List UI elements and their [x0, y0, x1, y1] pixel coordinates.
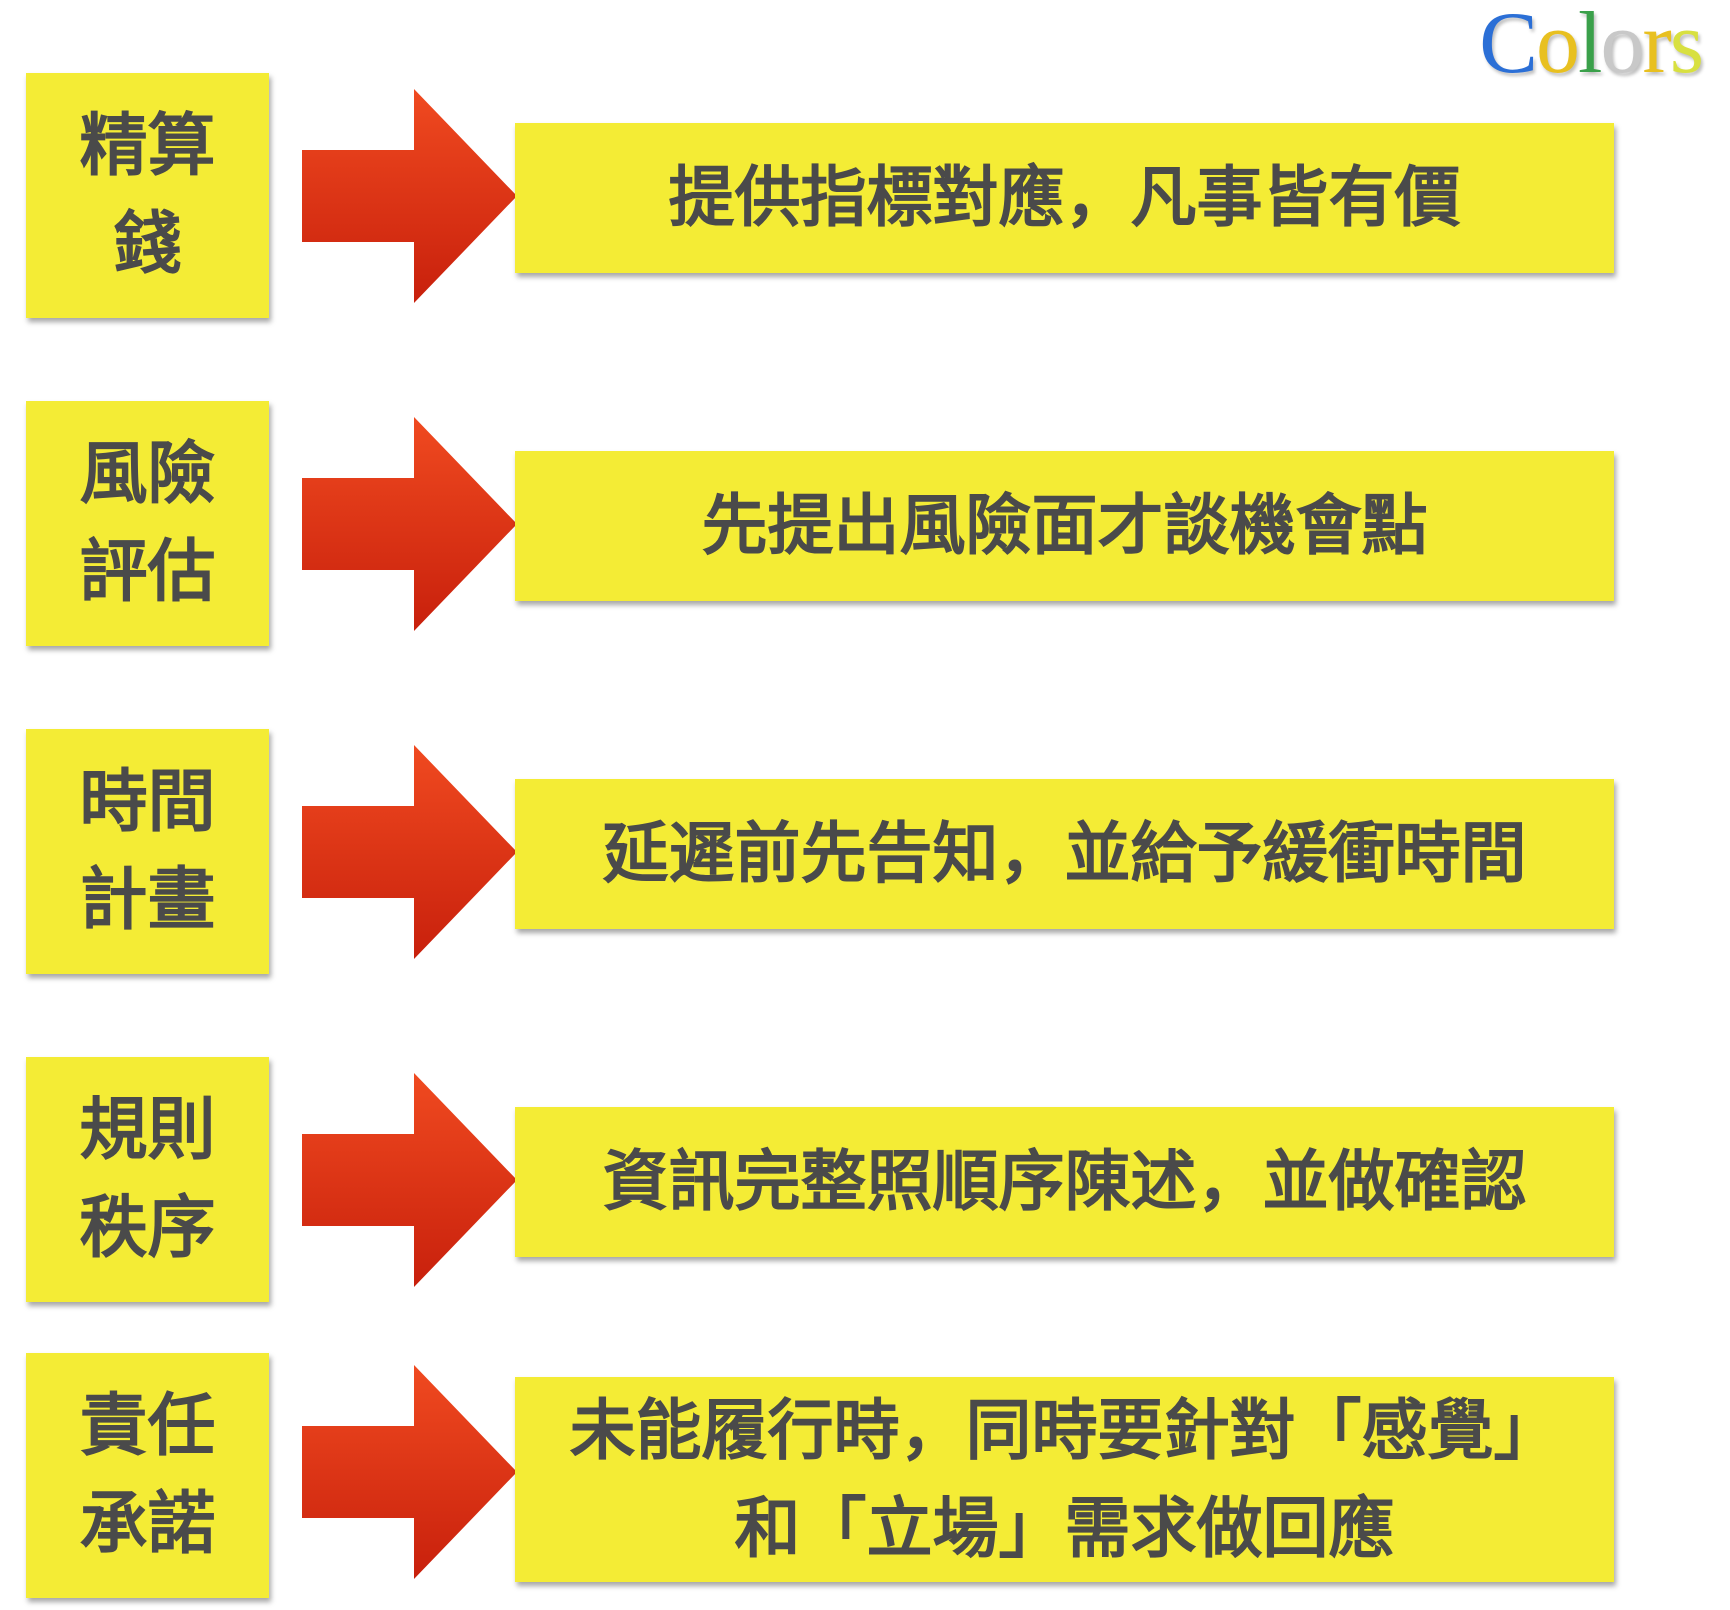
right-arrow-icon	[302, 745, 517, 959]
content-box-risk: 先提出風險面才談機會點	[515, 451, 1614, 601]
content-line: 資訊完整照順序陳述，並做確認	[602, 1143, 1527, 1220]
label-line: 風險	[79, 434, 216, 514]
label-box-responsibility: 責任 承諾	[26, 1353, 269, 1598]
right-arrow-icon	[302, 1365, 517, 1579]
label-line: 責任	[79, 1386, 216, 1466]
logo-letter: l	[1577, 0, 1602, 92]
content-box-money: 提供指標對應，凡事皆有價	[515, 123, 1614, 273]
label-box-rules: 規則 秩序	[26, 1057, 269, 1302]
label-line: 精算	[79, 106, 216, 186]
content-box-responsibility: 未能履行時，同時要針對「感覺」 和「立場」需求做回應	[515, 1377, 1614, 1582]
label-line: 時間	[79, 762, 216, 842]
logo-letter: o	[1600, 0, 1644, 92]
content-line: 未能履行時，同時要針對「感覺」	[569, 1391, 1560, 1469]
logo-letter: o	[1535, 0, 1580, 92]
label-line: 評估	[79, 532, 216, 612]
label-line: 規則	[79, 1090, 216, 1170]
label-line: 承諾	[79, 1484, 216, 1564]
logo-letter: s	[1669, 0, 1704, 92]
logo-letter: C	[1479, 0, 1538, 92]
right-arrow-icon	[302, 417, 517, 631]
right-arrow-icon	[302, 1073, 517, 1287]
content-line: 提供指標對應，凡事皆有價	[668, 159, 1461, 236]
content-box-rules: 資訊完整照順序陳述，並做確認	[515, 1107, 1614, 1257]
label-line: 秩序	[79, 1188, 216, 1268]
content-box-time: 延遲前先告知，並給予緩衝時間	[515, 779, 1614, 929]
logo-letter: r	[1642, 0, 1671, 92]
label-line: 錢	[113, 204, 182, 284]
colors-logo: Colors	[1479, 0, 1704, 92]
label-line: 計畫	[79, 860, 216, 940]
label-box-risk: 風險 評估	[26, 401, 269, 646]
content-line: 和「立場」需求做回應	[734, 1489, 1395, 1567]
content-line: 延遲前先告知，並給予緩衝時間	[602, 815, 1527, 892]
content-line: 先提出風險面才談機會點	[701, 487, 1428, 564]
label-box-money: 精算 錢	[26, 73, 269, 318]
right-arrow-icon	[302, 89, 517, 303]
label-box-time: 時間 計畫	[26, 729, 269, 974]
